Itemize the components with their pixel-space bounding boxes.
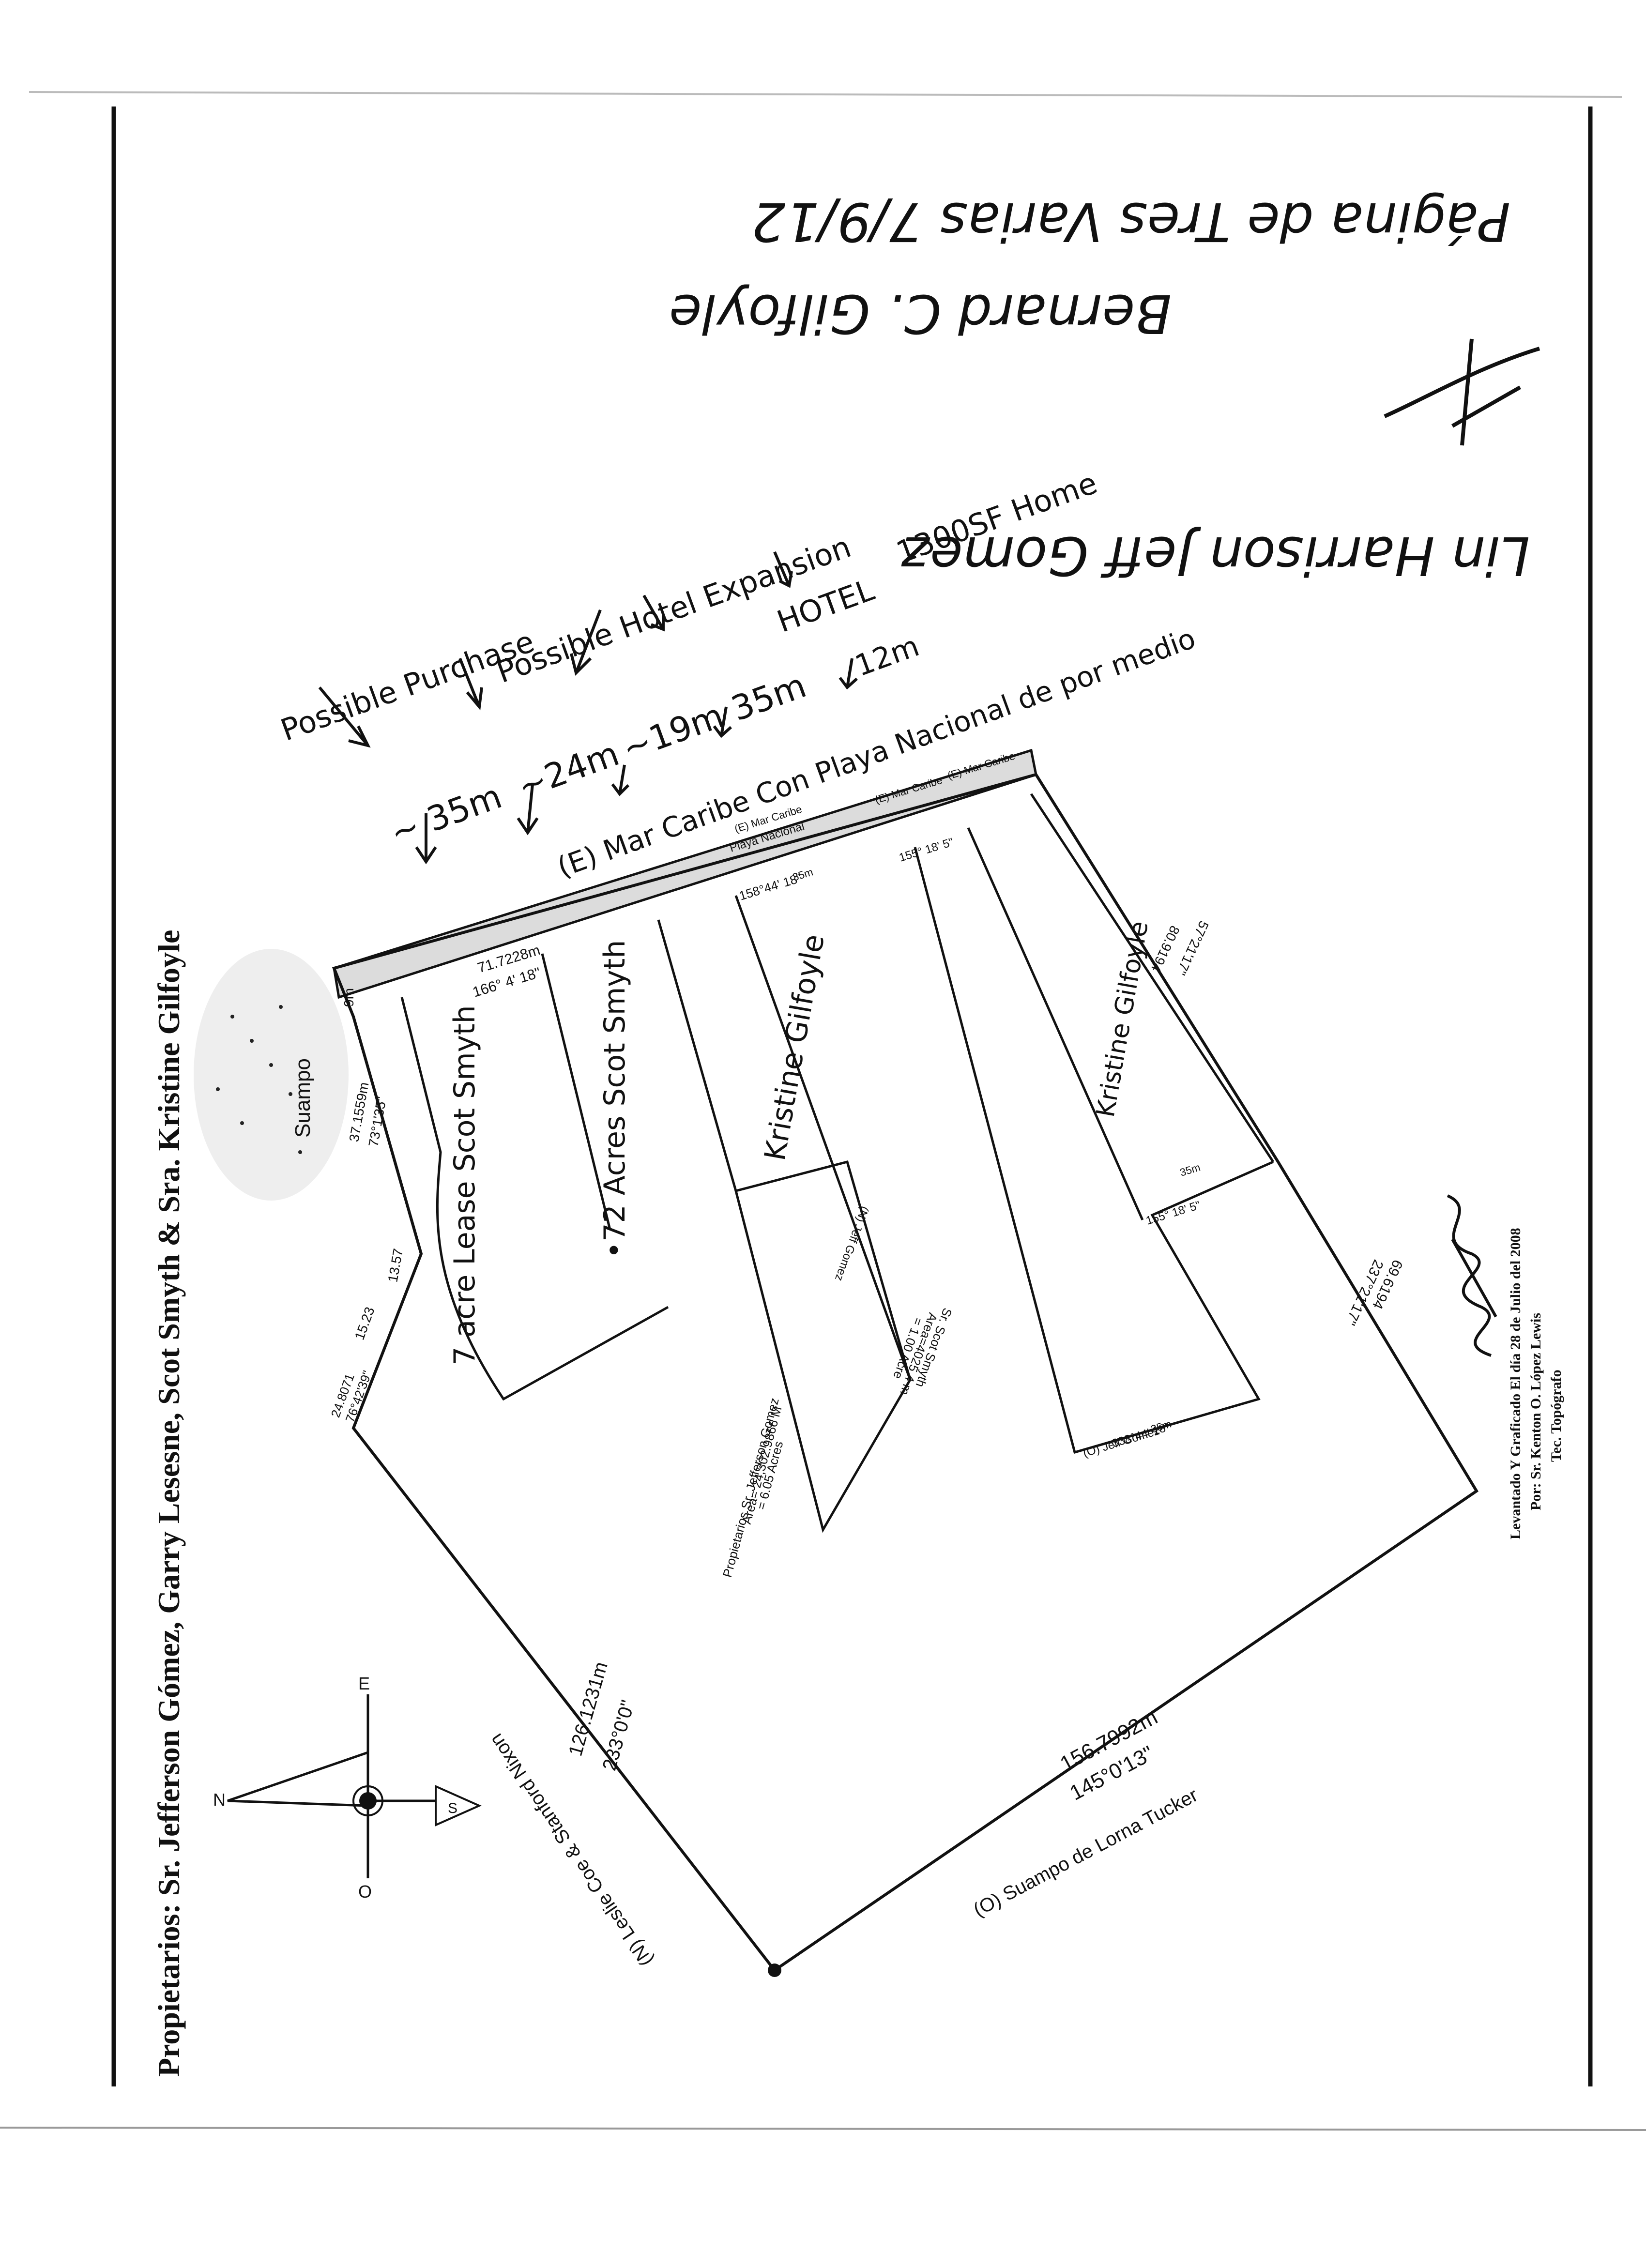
compass-o: O (358, 1882, 372, 1902)
lot-line-1 (541, 953, 611, 1230)
page-note: Página de Tres Varias 7/9/12 (751, 191, 1510, 253)
lot-width-3: 35m (791, 866, 814, 883)
compass-arrow-south (435, 1784, 482, 1827)
swamp-stipple (194, 949, 349, 1201)
width-19m: ~19m (617, 696, 729, 769)
swamp-measure-3: 73°1'35" (366, 1096, 389, 1148)
compass-n: N (213, 1790, 226, 1810)
compass-center (359, 1792, 377, 1810)
swamp-dot (230, 1015, 234, 1019)
owners-title: Propietarios: Sr. Jefferson Gómez, Garry… (152, 930, 186, 2077)
compass-arrow-north (227, 1750, 369, 1807)
width-12m: 12m (851, 629, 924, 683)
lot-line-3 (734, 895, 912, 1380)
surveyor-block: Levantado Y Graficado El día 28 de Julio… (1508, 1228, 1564, 1539)
north-boundary-label: (N) Leslie Coe & Stanford Nixon (486, 1730, 657, 1970)
possible-purchase-label: Possible Purchase (276, 624, 539, 748)
swamp-dot (289, 1092, 292, 1096)
width-35m-b: 35m (726, 666, 811, 729)
swamp-dot (269, 1063, 273, 1067)
south-angle-2: 57°21'17" (1174, 918, 1212, 977)
arrow-d (713, 706, 732, 738)
lease-label-2: •72 Acres Scot Smyth (598, 940, 632, 1259)
surveyor-line-1: Levantado Y Graficado El día 28 de Julio… (1508, 1228, 1524, 1539)
lot-line-6 (1030, 793, 1275, 1163)
arrow-hotel (570, 609, 602, 676)
swamp-dot (240, 1121, 244, 1125)
width-35m-a: ~ 35m (385, 776, 507, 853)
arrow-a (415, 813, 437, 865)
arrow-purchase (318, 686, 371, 748)
lease-label-1: 7 acre Lease Scot Smyth (448, 1005, 482, 1365)
scan-edge-bottom (0, 2127, 1646, 2131)
lot-width-2: 35m (1178, 1161, 1202, 1178)
lot-lines (400, 793, 1275, 1533)
lot-line-4 (914, 847, 1274, 1454)
swamp-measure-1: 9m (341, 988, 356, 1007)
width-24m: ~24m (512, 733, 624, 807)
compass-rose: N E S O (213, 1674, 482, 1902)
scan-edge-top (29, 91, 1622, 98)
swamp-measure-4: 13.57 (385, 1248, 406, 1283)
surveyor-line-2: Por: Sr. Kenton O. López Lewis (1528, 1313, 1544, 1510)
annotations-group: Possible Purchase Possible Hotel Expansi… (276, 465, 1200, 884)
swamp-dot (298, 1150, 302, 1154)
arrow-c (611, 764, 630, 796)
angle-3: 155° 18' 5" (898, 836, 955, 865)
arrow-e (838, 658, 858, 690)
lot-line-2 (657, 919, 912, 1533)
corner-marker (768, 1964, 781, 1977)
swamp-dot (250, 1039, 254, 1043)
arrow-hotel-2 (642, 594, 665, 632)
suampo-label: Suampo (291, 1058, 315, 1138)
compass-e: E (358, 1674, 370, 1693)
compass-circle (352, 1785, 383, 1816)
swamp-dot (216, 1087, 220, 1091)
kristine-label-2: Kristine Gilfoyle (1091, 919, 1154, 1119)
surveyor-line-3: Tec. Topógrafo (1548, 1370, 1564, 1462)
swamp-measure-5: 15.23 (352, 1305, 378, 1342)
annotation-arrows (318, 551, 858, 865)
arrow-home (773, 551, 793, 588)
signature-2: Lin Harrison Jeff Gomez (901, 525, 1530, 587)
angle-4: 155° 18' 5" (1144, 1199, 1202, 1228)
north-angle: 233°0'0" (598, 1698, 639, 1773)
arrow-expansion (458, 657, 483, 711)
arrow-b (517, 784, 539, 836)
initials-scribble (1384, 338, 1540, 446)
lot-line-lease (400, 997, 669, 1401)
west-boundary-label: (O) Suampo de Lorna Tucker (970, 1784, 1202, 1921)
swamp-dot (279, 1005, 283, 1009)
lot-line-5 (967, 827, 1144, 1221)
swamp-area (194, 949, 349, 1201)
signature-1: Bernard C. Gilfoyle (669, 283, 1172, 345)
compass-s: S (448, 1800, 457, 1816)
surveyor-signature (1447, 1194, 1497, 1357)
